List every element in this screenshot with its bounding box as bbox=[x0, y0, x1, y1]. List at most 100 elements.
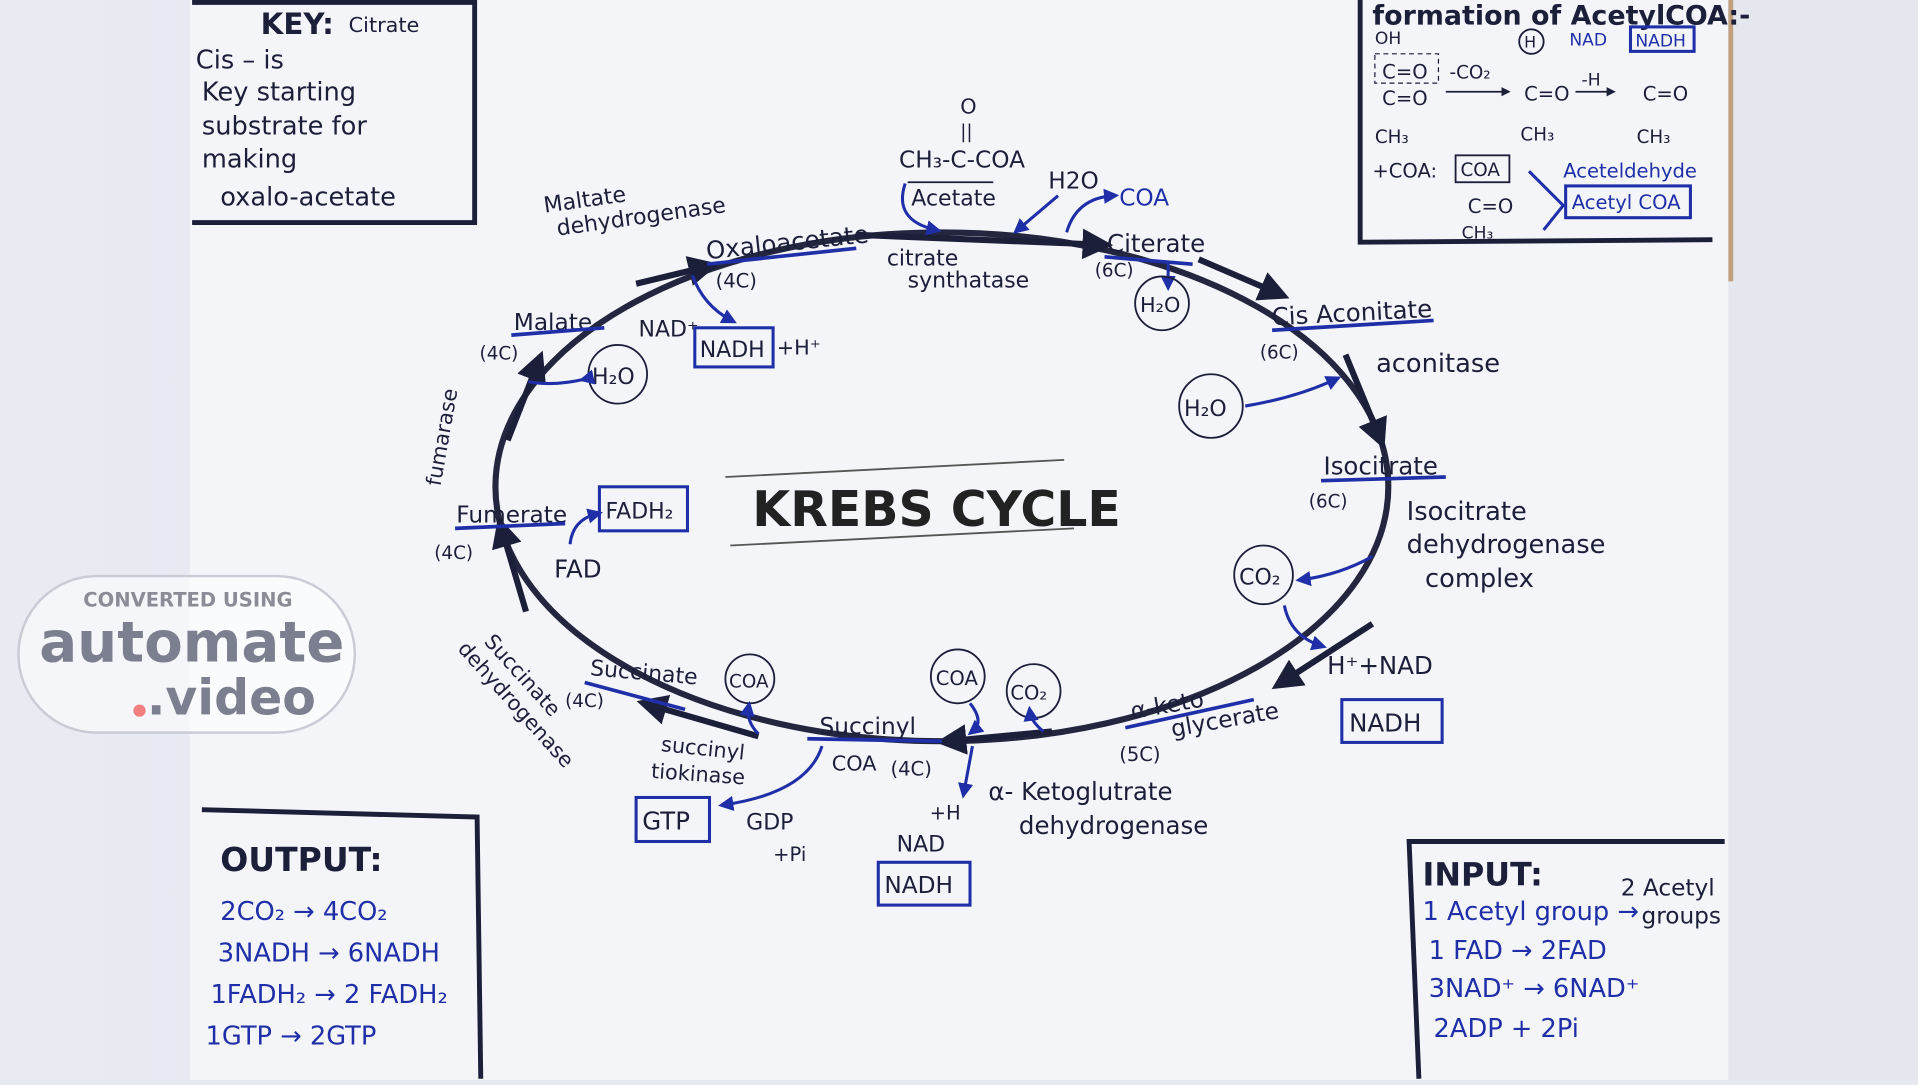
formula: C=O bbox=[1643, 82, 1688, 105]
watermark-line3: .video bbox=[147, 669, 316, 726]
minus-co2: -CO₂ bbox=[1449, 62, 1490, 83]
input-line: groups bbox=[1641, 902, 1721, 929]
formula: CH₃ bbox=[1462, 224, 1494, 244]
input-line: 1 FAD → 2FAD bbox=[1429, 936, 1607, 966]
arrow bbox=[504, 350, 546, 442]
output-box: OUTPUT: 2CO₂ → 4CO₂ 3NADH → 6NADH 1FADH₂… bbox=[201, 807, 484, 1079]
output-line: 3NADH → 6NADH bbox=[218, 938, 440, 968]
coa-circle: COA bbox=[729, 671, 769, 692]
fad-label: FAD bbox=[554, 554, 601, 583]
key-line: Cis – is bbox=[196, 45, 284, 75]
h2o-label: H2O bbox=[1048, 167, 1099, 194]
isocitrate-label: Isocitrate bbox=[1323, 452, 1437, 481]
acetyl-coa-formation-box: formation of AcetylCOA:- OH H NAD NADH C… bbox=[1357, 0, 1750, 245]
co2-circle: CO₂ bbox=[1239, 566, 1281, 591]
plus-coa: +COA: bbox=[1372, 159, 1437, 182]
h2o-circle: H₂O bbox=[1184, 397, 1227, 422]
acetyl-coa-box: Acetyl COA bbox=[1572, 191, 1681, 214]
h2o-circle: H₂O bbox=[592, 365, 635, 390]
nadh-box: NADH bbox=[884, 872, 953, 899]
carbon-count: (4C) bbox=[434, 543, 473, 564]
output-line: 2CO₂ → 4CO₂ bbox=[220, 897, 387, 927]
input-box: INPUT: 2 Acetyl groups 1 Acetyl group → … bbox=[1406, 839, 1725, 1079]
formula: CH₃ bbox=[1637, 127, 1671, 148]
h-nad-label: H⁺+NAD bbox=[1327, 651, 1433, 680]
enzyme-label: aconitase bbox=[1376, 349, 1500, 379]
coa-box: COA bbox=[1460, 160, 1500, 181]
nad-label: NAD bbox=[897, 832, 945, 857]
acetate-label: Acetate bbox=[911, 186, 996, 211]
enzyme-label: dehydrogenase bbox=[1407, 530, 1606, 560]
arrow bbox=[1271, 621, 1375, 690]
input-line: 2 Acetyl bbox=[1621, 874, 1715, 901]
enzyme-label: complex bbox=[1425, 564, 1534, 594]
arrow bbox=[856, 228, 1114, 260]
co2-circle: CO₂ bbox=[1010, 682, 1047, 705]
key-line: making bbox=[202, 145, 297, 175]
formula: C=O bbox=[1382, 87, 1427, 110]
carbon-count: (4C) bbox=[716, 269, 757, 292]
aceteldehyde-label: Aceteldehyde bbox=[1563, 159, 1697, 182]
arrow bbox=[635, 256, 719, 287]
citrate-label: Citerate bbox=[1107, 229, 1205, 258]
carbon-count: (4C) bbox=[565, 691, 604, 712]
coa-circle: COA bbox=[936, 667, 979, 690]
formula: CH₃ bbox=[1375, 127, 1409, 148]
h-circle bbox=[1518, 28, 1545, 55]
key-line: oxalo-acetate bbox=[220, 182, 396, 212]
nad-label: NAD bbox=[1569, 30, 1607, 50]
formula: C=O bbox=[1468, 195, 1513, 218]
succinyl-coa-label: Succinyl bbox=[820, 713, 916, 740]
enzyme-label: synthatase bbox=[908, 268, 1030, 293]
krebs-title: KREBS CYCLE bbox=[725, 458, 1121, 547]
gtp-box: GTP bbox=[642, 806, 690, 835]
carbon-count: (5C) bbox=[1119, 743, 1160, 766]
enzyme-label: Isocitrate bbox=[1407, 497, 1527, 527]
paper bbox=[189, 0, 1729, 1080]
carbon-count: (6C) bbox=[1309, 492, 1348, 513]
h2o-circle: H₂O bbox=[1140, 293, 1180, 317]
acetate-formula: CH₃-C-COA bbox=[899, 147, 1025, 174]
key-line: substrate for bbox=[202, 112, 367, 142]
arrow bbox=[1197, 256, 1290, 301]
key-title: KEY: bbox=[261, 7, 334, 41]
pi-label: +Pi bbox=[773, 843, 806, 866]
carbon-count: (4C) bbox=[480, 344, 519, 365]
arrow bbox=[636, 694, 760, 740]
nadh-box: NADH bbox=[1349, 708, 1421, 737]
key-line: Key starting bbox=[202, 77, 356, 107]
nad-label: NAD⁺ bbox=[639, 317, 699, 342]
gdp-label: GDP bbox=[746, 810, 793, 835]
arrow bbox=[492, 516, 529, 613]
input-line: 3NAD⁺ → 6NAD⁺ bbox=[1429, 974, 1640, 1004]
output-line: 1GTP → 2GTP bbox=[206, 1022, 377, 1052]
nadh-box: NADH bbox=[700, 338, 765, 363]
input-title: INPUT: bbox=[1423, 857, 1543, 894]
h-label: H bbox=[1524, 33, 1536, 52]
arrow bbox=[935, 724, 1053, 755]
key-overlap-text: Citrate bbox=[349, 13, 420, 37]
minus-h: -H bbox=[1582, 71, 1601, 91]
enzyme-label: dehydrogenase bbox=[1019, 811, 1208, 840]
fadh2-box: FADH₂ bbox=[606, 500, 674, 525]
key-box: KEY: Citrate Cis – is Key starting subst… bbox=[192, 0, 478, 226]
watermark-line2: automate bbox=[39, 611, 344, 676]
acetate-bond: || bbox=[960, 122, 972, 143]
succinyl-coa-label: COA bbox=[832, 752, 878, 776]
input-line: 2ADP + 2Pi bbox=[1434, 1014, 1579, 1044]
input-line: 1 Acetyl group → bbox=[1423, 897, 1639, 927]
acetate-o: O bbox=[960, 95, 976, 119]
nadh-box: NADH bbox=[1635, 31, 1686, 51]
coa-label: COA bbox=[1119, 184, 1169, 211]
carbon-count: (6C) bbox=[1260, 342, 1299, 363]
enzyme-label: α- Ketoglutrate bbox=[988, 777, 1172, 806]
watermark: CONVERTED USING automate .video bbox=[17, 574, 357, 734]
watermark-line1: CONVERTED USING bbox=[83, 589, 292, 612]
carbon-count: (6C) bbox=[1095, 260, 1134, 281]
arrow bbox=[1342, 353, 1387, 450]
h-plus-label: +H⁺ bbox=[777, 336, 821, 360]
output-line: 1FADH₂ → 2 FADH₂ bbox=[210, 980, 447, 1010]
plus-h-label: +H bbox=[930, 801, 961, 824]
formula: C=O bbox=[1524, 82, 1569, 105]
